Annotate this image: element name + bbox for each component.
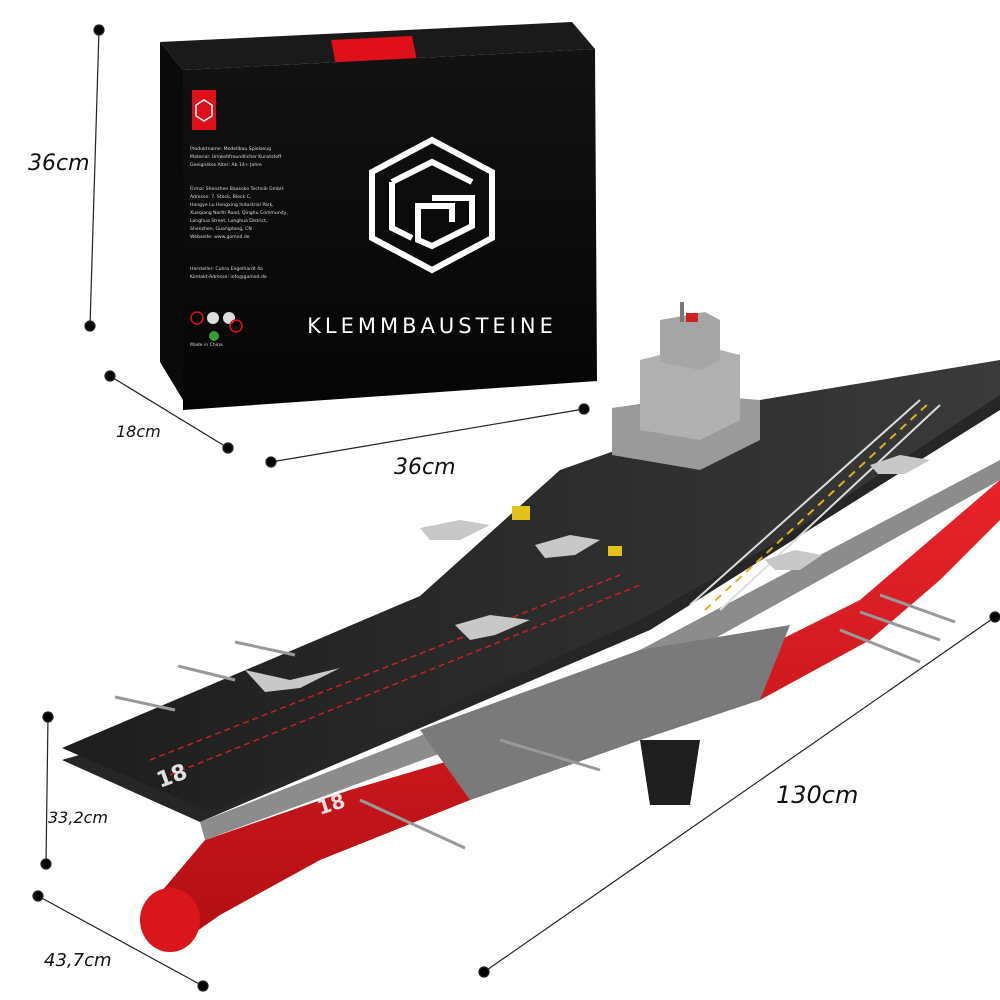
tow-tractor (608, 546, 622, 556)
display-stand (640, 740, 700, 805)
deck-booms (114, 593, 956, 850)
hangar-side (420, 625, 790, 800)
recycle-icon (223, 312, 235, 324)
box-side-text-line: Longhua Street, Longhua District, (190, 218, 268, 224)
island-superstructure (612, 302, 760, 470)
flight-deck (62, 360, 1000, 812)
box-width-label: 36cm (394, 455, 456, 480)
aircraft-carrier-model: 18 18 (62, 302, 1000, 952)
box-side-text-line: Xueqiang North Road, Qinghu Community, (190, 210, 289, 216)
box-side-text-line: Produktname: Modellbau Spielzeug (190, 146, 271, 152)
box-side-text-line: Firma: Shenzhen Baosoko Technik GmbH (190, 186, 284, 192)
deck-marking-red (169, 584, 641, 776)
hull-gray-band (200, 460, 1000, 840)
fighter-jet-icon (870, 455, 930, 474)
box-side-logo-icon (195, 99, 213, 122)
deck-marking-white (719, 404, 941, 611)
fighter-jet-icon (420, 520, 490, 540)
box-side-text-line: Geeignetes Alter: Ab 14+ Jahre (190, 162, 262, 168)
brand-name: KLEMMBAUSTEINE (307, 314, 557, 338)
box-side-text-line: Shenzhen, Guangdong, CN (190, 226, 252, 232)
deck-marking-red (149, 574, 621, 761)
fighter-jet-icon (535, 535, 600, 558)
fighter-jet-icon (455, 615, 530, 640)
flag-icon (686, 313, 698, 322)
box-side-text-line: Hongye Lu Hongxing Industrial Park, (190, 202, 274, 208)
cube-g-logo-icon (369, 136, 495, 274)
box-side-text-line: Material: Umweltfreundlicher Kunststoff (190, 154, 282, 160)
model-width-label: 43,7cm (44, 950, 112, 971)
certification-icons (190, 311, 243, 341)
box-side-face (160, 42, 183, 400)
box-side-text: Produktname: Modellbau Spielzeug Materia… (190, 146, 289, 348)
fighter-jet-icon (245, 668, 340, 692)
box-side-text-line: Adresse: 7. Stock, Block C, (190, 194, 252, 200)
fighter-jet-icon (765, 550, 822, 570)
deck-marking-yellow (704, 401, 931, 611)
warning-icon (190, 311, 204, 325)
dimension-lines (32, 24, 1000, 992)
box-made-in: Made in China (190, 342, 223, 348)
box-side-text-line: Kontakt-Adresse: info@gomod.de (190, 274, 267, 280)
aircraft-group (245, 455, 930, 692)
deck-marking-white (689, 399, 921, 606)
model-length-label: 130cm (776, 781, 858, 809)
green-dot-icon (209, 331, 219, 341)
model-height-label: 33,2cm (48, 808, 108, 827)
ce-mark-icon (207, 312, 219, 324)
box-depth-label: 18cm (116, 422, 161, 441)
tow-tractor (512, 506, 530, 520)
hull (150, 480, 1000, 950)
box-side-text-line: Hersteller: Cuhra Engelhardt 4a (190, 266, 263, 272)
box-height-label: 36cm (28, 151, 90, 176)
product-box: Produktname: Modellbau Spielzeug Materia… (160, 22, 597, 410)
bulbous-bow (140, 888, 200, 952)
box-side-text-line: Webseite: www.gomod.de (190, 234, 250, 240)
age-warning-icon (229, 319, 243, 333)
